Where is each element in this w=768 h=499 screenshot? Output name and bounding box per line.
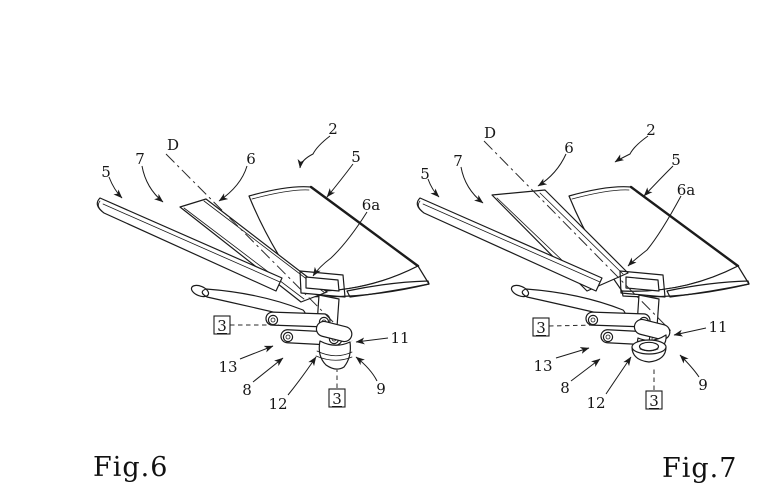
fig6-leader-5-right <box>326 163 354 198</box>
fig7-label-8: 8 <box>560 379 570 397</box>
fig7-leader-8 <box>570 358 601 382</box>
fig6-label-axis-d: D <box>167 136 179 154</box>
fig6-label-7: 7 <box>135 150 145 168</box>
fig6-label-13: 13 <box>218 358 237 376</box>
fig6-leader-lines <box>108 135 389 396</box>
fig6-reference-labels: D 7 5 6 2 5 6a 13 8 12 9 11 3 3 <box>101 120 409 413</box>
fig7-label-3-left: 3 <box>536 319 546 337</box>
fig7-pivot <box>631 318 671 363</box>
fig7-label-9: 9 <box>698 376 708 394</box>
fig7-leader-5-left <box>427 178 440 198</box>
fig7-ref-box-bottom: 3 <box>645 390 663 410</box>
middle-blade-edge-a <box>183 207 305 300</box>
fig7-leader-13 <box>555 347 590 359</box>
fig6-label-6: 6 <box>246 150 256 168</box>
fig6-pivot <box>315 320 353 370</box>
fig7-label-5-left: 5 <box>420 165 430 183</box>
fig6-label-5-left: 5 <box>101 163 111 181</box>
fig6-leader-9 <box>355 356 378 382</box>
fig6-label-5-right: 5 <box>351 148 361 166</box>
fig6-leader-11 <box>355 337 389 345</box>
fig7-label-5-right: 5 <box>671 151 681 169</box>
fig6-leader-2 <box>297 135 331 169</box>
fig7-leader-9 <box>679 354 700 378</box>
fig6-label-9: 9 <box>376 380 386 398</box>
fig6-leader-13 <box>239 345 274 360</box>
fig7-leader-5-right <box>643 165 674 197</box>
fig6-pitch-axis-line <box>165 153 353 342</box>
fig7-caption: Fig.7 <box>662 453 737 484</box>
fig6-leader-7 <box>141 165 164 203</box>
fig6-caption: Fig.6 <box>93 452 168 483</box>
fig6-ref-box-bottom: 3 <box>328 388 346 408</box>
fig6-leader-5-left <box>108 176 123 199</box>
fig6-label-12: 12 <box>268 395 287 413</box>
middle-blade-edge-b <box>203 200 326 294</box>
pivot-flange <box>633 318 671 341</box>
fig7-label-7: 7 <box>453 152 463 170</box>
pivot-flange <box>315 320 353 343</box>
pivot-ring-line-a <box>316 350 353 357</box>
detached-ring-inner-arc <box>639 348 659 352</box>
figure-6: D 7 5 6 2 5 6a 13 8 12 9 11 3 3 Fig.6 <box>93 120 431 483</box>
fig7-leader-12 <box>605 356 632 395</box>
fig6-label-6a: 6a <box>362 196 381 214</box>
fig7-leader-6a <box>627 195 682 267</box>
fig7-leader-7 <box>460 166 484 204</box>
fig7-label-6a: 6a <box>677 181 696 199</box>
pivot-cylinder <box>318 340 351 370</box>
fig7-label-2: 2 <box>646 121 656 139</box>
fig6-ref-box-left: 3 <box>213 315 231 335</box>
fig6-label-11: 11 <box>390 329 409 347</box>
fig7-leader-lines <box>427 135 707 395</box>
fig6-leader-6 <box>218 165 248 202</box>
fig7-leader-11 <box>673 327 707 337</box>
fig6-label-3-bottom: 3 <box>332 390 342 408</box>
fig7-leader-6 <box>537 153 567 187</box>
fig6-label-8: 8 <box>242 381 252 399</box>
fig7-label-13: 13 <box>533 357 552 375</box>
figure-7: D 7 5 6 2 5 6a 13 8 12 9 11 3 3 Fig.7 <box>416 121 751 484</box>
fig6-leader-6a <box>312 211 368 277</box>
fig7-reference-labels: D 7 5 6 2 5 6a 13 8 12 9 11 3 3 <box>420 121 727 412</box>
fig6-leader-12 <box>287 356 317 396</box>
middle-blade-edge-b <box>539 192 624 275</box>
fig7-label-3-bottom: 3 <box>649 392 659 410</box>
fig7-label-11: 11 <box>708 318 727 336</box>
fig7-section-line-left <box>548 324 598 327</box>
fig7-label-axis-d: D <box>484 124 496 142</box>
fig7-leader-2 <box>614 135 649 163</box>
fig6-leader-8 <box>252 357 284 383</box>
fig6-label-2: 2 <box>328 120 338 138</box>
fig7-label-6: 6 <box>564 139 574 157</box>
fig6-label-3-left: 3 <box>217 317 227 335</box>
pivot-ring-line-b <box>315 355 353 361</box>
detached-ring-top <box>631 339 667 355</box>
fig7-ref-box-left: 3 <box>532 317 550 337</box>
fig7-label-12: 12 <box>586 394 605 412</box>
